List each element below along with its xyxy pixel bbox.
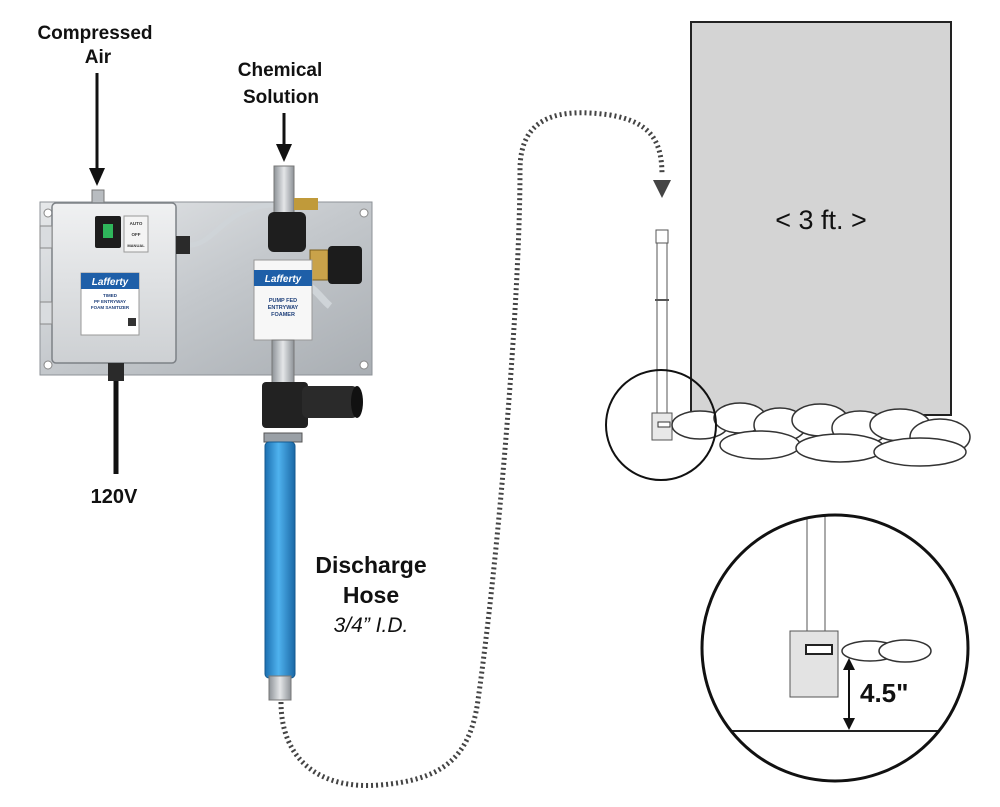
pump-brand-band [254,270,312,286]
pump-foamer-unit: Lafferty PUMP FED ENTRYWAY FOAMER [253,165,363,443]
side-cable-gland [176,236,190,254]
pole-cap [655,229,669,244]
control-box-product-line3: FOAM SANITIZER [91,305,130,310]
nozzle-pole [656,242,668,414]
compressed-air-arrow-icon [89,168,105,186]
switch-off-label: OFF [132,232,141,237]
control-box-product-line1: TIMED [103,293,118,298]
zoom-detail: 4.5" [700,513,970,783]
nozzle-tee [262,382,308,428]
regulator-body [268,212,306,252]
switch-indicator-icon [103,224,113,238]
doorway-width-label: < 3 ft. > [775,205,867,235]
compressed-air-label: Compressed [37,23,152,44]
chemical-solution-label-line2: Solution [243,87,319,108]
air-tube [189,202,276,248]
height-arrow-up-icon [843,658,855,670]
foam-cloud [671,402,971,467]
brass-regulator [309,249,329,281]
control-box-brand-logo: Lafferty [92,277,129,288]
switch-auto-label: AUTO [130,221,143,226]
nozzle-height-label: 4.5" [860,678,908,708]
discharge-hose-label: Discharge [315,552,426,578]
doorway [690,21,952,416]
hose-route-arrow-icon [653,180,671,198]
control-box-product-line2: PF ENTRYWAY [94,299,126,304]
control-box: AUTO OFF MANUAL Lafferty TIMED PF ENTRYW… [39,202,177,381]
outlet-pipe [271,339,295,387]
pressure-knob [328,246,362,284]
zoom-pole [806,515,826,636]
pump-product-line1: PUMP FED [269,298,297,304]
discharge-hose-label-line2: Hose [343,582,399,608]
control-box-brand-band [81,273,139,289]
height-arrow-down-icon [843,718,855,730]
pump-product-line2: ENTRYWAY [268,305,299,311]
hose-spec-label: 3/4” I.D. [334,614,409,637]
chemical-arrow-icon [276,144,292,162]
cord-gland [108,363,124,381]
hose-clamp [263,432,303,443]
chemical-solution-label: Chemical [238,60,322,81]
nozzle-outlet [302,386,358,418]
qr-code-icon [128,318,136,326]
detail-callout-circle [605,369,717,481]
pump-product-line3: FOAMER [271,312,295,318]
switch-manual-label: MANUAL [127,243,145,248]
compressed-air-label-line2: Air [85,47,112,68]
pump-brand-logo: Lafferty [265,274,302,285]
voltage-label: 120V [91,486,138,508]
zoom-nozzle-head [789,630,839,698]
hose-route-line [278,110,665,789]
brass-fitting [294,198,318,210]
discharge-hose [264,441,296,679]
hose-end-fitting [268,675,292,701]
